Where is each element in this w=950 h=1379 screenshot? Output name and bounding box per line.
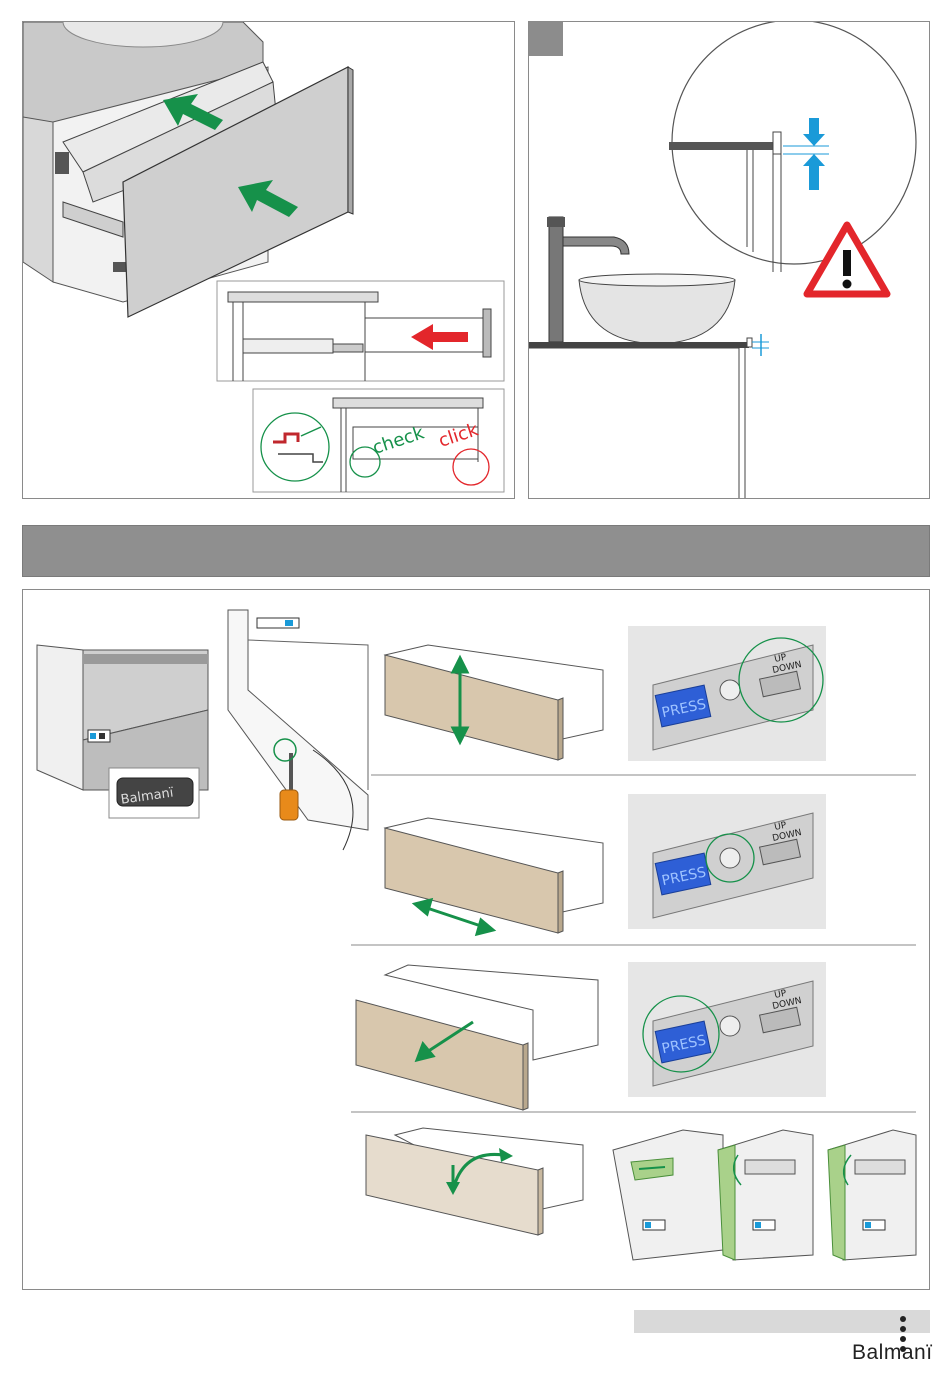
step-1-panel: check click (22, 21, 515, 499)
drawer-install-illustration: check click (23, 22, 515, 499)
adjustment-panel: Balmanï PRESS UP DOWN (22, 589, 930, 1290)
worktop-clearance-illustration (529, 22, 930, 499)
section-banner (22, 525, 930, 577)
step-2-panel (528, 21, 930, 499)
screwdriver-icon (280, 790, 298, 820)
footer-bar (634, 1310, 930, 1333)
footer-brand: Balmanï (852, 1341, 933, 1365)
tilt-detail-3 (828, 1130, 916, 1260)
front-adjustment-illustrations: Balmanï PRESS UP DOWN (23, 590, 930, 1290)
tilt-detail-1 (613, 1130, 723, 1260)
tilt-detail-2 (718, 1130, 813, 1260)
